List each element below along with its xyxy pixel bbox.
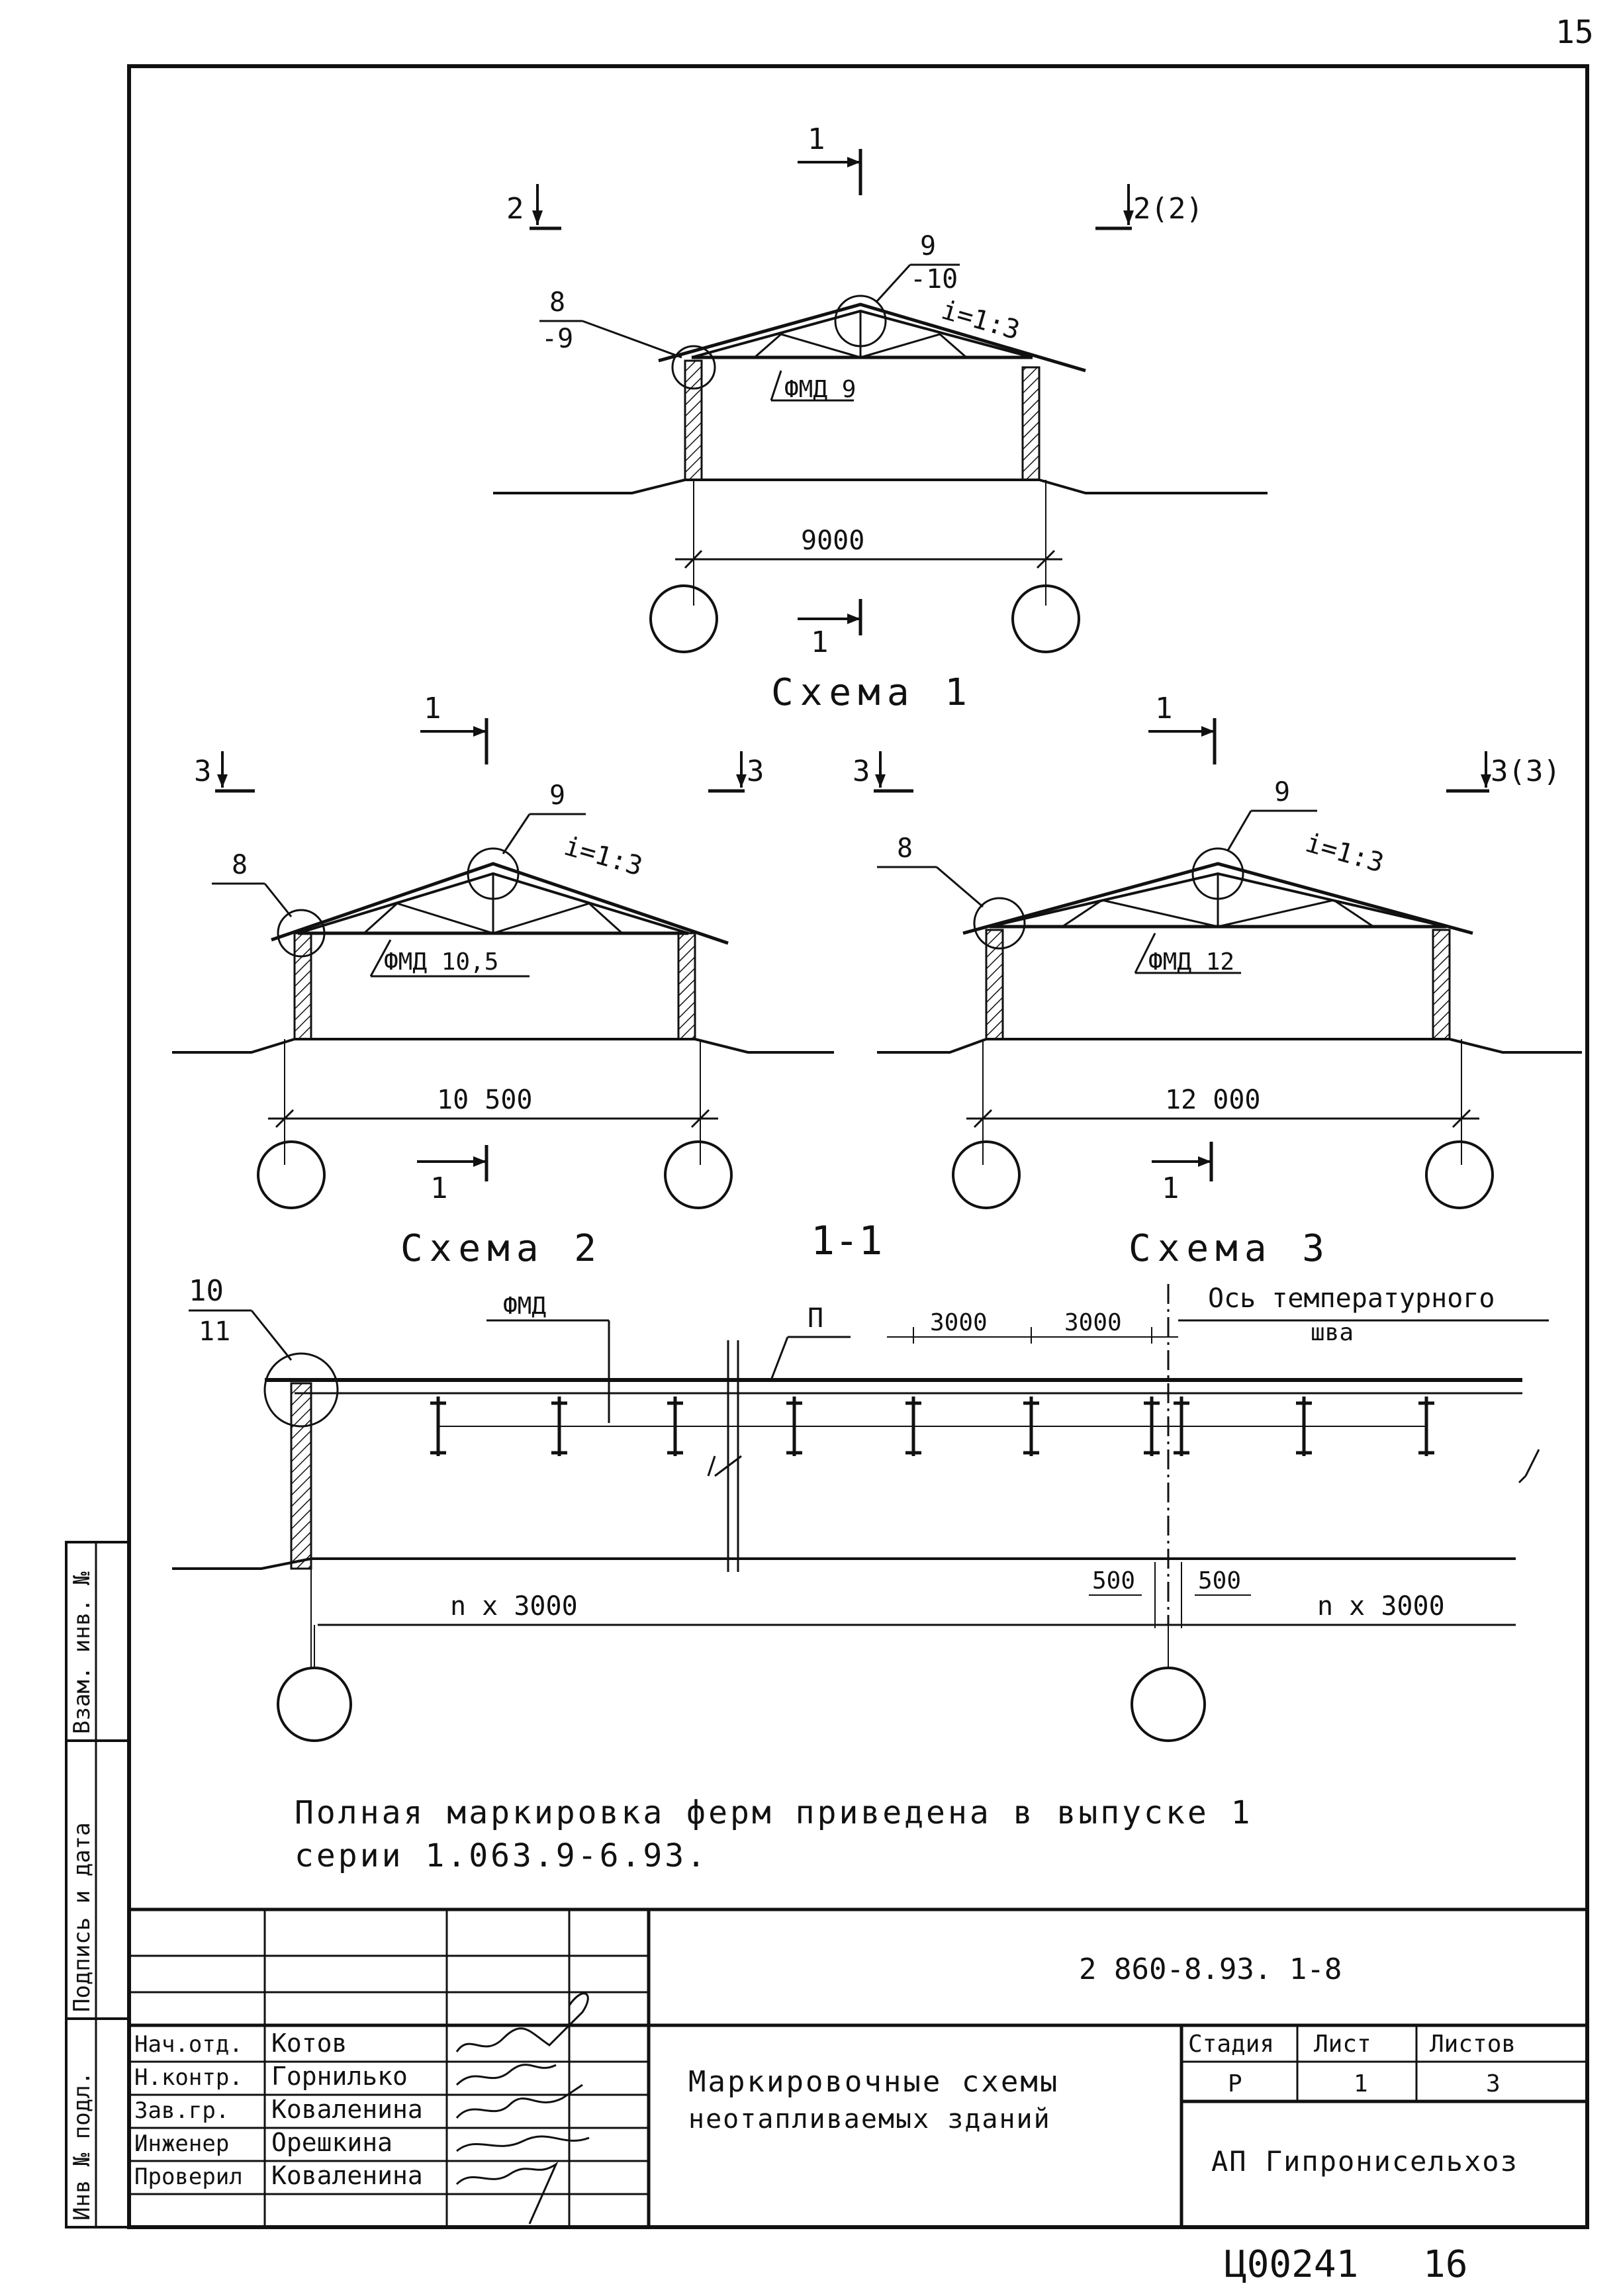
section-gap-right: 500 xyxy=(1198,1567,1241,1594)
section-node-bottom: 11 xyxy=(199,1316,230,1347)
scheme3-mark-right: 3(3) xyxy=(1491,755,1561,788)
scheme-3: 1 3 3(3) 8 9 i=1:3 ФМД 12 xyxy=(853,692,1582,1270)
section-axis-label-1: Ось температурного xyxy=(1208,1283,1495,1314)
sheet-frame xyxy=(127,64,1589,2229)
scheme2-span: 10 500 xyxy=(437,1085,533,1115)
scheme2-caption: Схема 2 xyxy=(400,1227,603,1270)
role-2: Н.контр. xyxy=(134,2064,243,2091)
scheme1-caption: Схема 1 xyxy=(771,671,974,714)
side-label-inv-orig: Инв № подл. xyxy=(69,2072,95,2221)
page-number: 15 xyxy=(1555,14,1594,51)
scheme2-node-left: 8 xyxy=(232,850,248,880)
note-line-2: серии 1.063.9-6.93. xyxy=(295,1837,708,1874)
name-2: Горнилько xyxy=(271,2062,408,2091)
side-label-sign-date: Подпись и дата xyxy=(69,1822,95,2012)
role-5: Проверил xyxy=(134,2164,243,2190)
sheets-header: Листов xyxy=(1430,2031,1516,2058)
section-dim-b: 3000 xyxy=(1064,1309,1122,1336)
sheet-value: 1 xyxy=(1354,2070,1368,2097)
section-axis-label-2: шва xyxy=(1311,1319,1354,1346)
scheme1-node-left-top: 8 xyxy=(549,287,565,318)
scheme1-span: 9000 xyxy=(801,526,864,556)
section-dim-a: 3000 xyxy=(930,1309,988,1336)
scheme2-slope: i=1:3 xyxy=(561,831,645,882)
scheme1-mark-right: 2(2) xyxy=(1133,192,1203,226)
section-right-span: n x 3000 xyxy=(1317,1591,1445,1622)
scheme-1: 1 2 2(2) 8 -9 9 -10 i=1:3 ФМ xyxy=(493,122,1268,714)
side-label-inv-vzam: Взам. инв. № xyxy=(69,1571,95,1734)
scheme2-truss-label: ФМД 10,5 xyxy=(384,948,498,976)
scheme3-section-top: 1 xyxy=(1155,692,1173,725)
section-node-top: 10 xyxy=(189,1274,224,1308)
scheme2-mark-left: 3 xyxy=(194,755,212,788)
title-block: 2 860-8.93. 1-8 Маркировочные схемы неот… xyxy=(129,1907,1587,2227)
section-truss-label: ФМД xyxy=(503,1293,546,1320)
scheme2-node-ridge: 9 xyxy=(549,780,565,811)
name-5: Коваленина xyxy=(271,2161,423,2190)
scheme2-section-top: 1 xyxy=(424,692,441,725)
scheme1-node-ridge-top: 9 xyxy=(920,231,936,261)
scheme3-truss-label: ФМД 12 xyxy=(1148,948,1234,976)
title-line-2: неотапливаемых зданий xyxy=(688,2104,1051,2135)
scheme3-node-left: 8 xyxy=(897,833,913,864)
scheme1-truss-label: ФМД 9 xyxy=(784,376,856,403)
scheme3-slope: i=1:3 xyxy=(1302,827,1387,878)
name-4: Орешкина xyxy=(271,2128,393,2157)
name-3: Коваленина xyxy=(271,2095,423,2124)
section-left-span: n x 3000 xyxy=(450,1591,578,1622)
sheet-header: Лист xyxy=(1314,2031,1371,2058)
stage-value: Р xyxy=(1228,2070,1242,2097)
scheme1-node-ridge-bottom: -10 xyxy=(910,264,958,295)
scheme3-caption: Схема 3 xyxy=(1129,1227,1331,1270)
scheme-2: 1 3 3 8 9 i=1:3 ФМД 10,5 xyxy=(172,692,834,1270)
section-gap-left: 500 xyxy=(1092,1567,1135,1594)
archive-page: 16 xyxy=(1423,2243,1467,2286)
side-strip: Взам. инв. № Подпись и дата Инв № подл. xyxy=(65,1541,130,2228)
scheme1-node-left-bottom: -9 xyxy=(541,324,573,354)
organization: АП Гипронисельхоз xyxy=(1211,2145,1518,2178)
name-1: Котов xyxy=(271,2029,347,2058)
role-1: Нач.отд. xyxy=(134,2031,243,2058)
scheme3-section-bottom: 1 xyxy=(1162,1171,1180,1205)
scheme1-section-top: 1 xyxy=(808,122,825,156)
scheme2-mark-right: 3 xyxy=(747,755,764,788)
doc-code: 2 860-8.93. 1-8 xyxy=(1079,1952,1342,1986)
section-title: 1-1 xyxy=(811,1218,882,1264)
signatures xyxy=(455,1992,590,2225)
scheme2-section-bottom: 1 xyxy=(430,1171,448,1205)
scheme1-mark-left: 2 xyxy=(506,192,524,226)
section-n-label: П xyxy=(808,1303,823,1334)
section-1-1: 1-1 10 11 ФМД xyxy=(172,1218,1549,1742)
archive-number: Ц00241 xyxy=(1225,2243,1358,2286)
role-3: Зав.гр. xyxy=(134,2097,229,2124)
sheets-value: 3 xyxy=(1486,2070,1501,2097)
scheme3-span: 12 000 xyxy=(1165,1085,1261,1115)
scheme1-section-bottom: 1 xyxy=(811,625,829,659)
role-4: Инженер xyxy=(134,2131,229,2157)
scheme3-mark-left: 3 xyxy=(853,755,870,788)
scheme3-node-ridge: 9 xyxy=(1274,777,1290,807)
stage-header: Стадия xyxy=(1188,2031,1274,2058)
title-line-1: Маркировочные схемы xyxy=(688,2065,1059,2099)
note-line-1: Полная маркировка ферм приведена в выпус… xyxy=(295,1794,1253,1831)
